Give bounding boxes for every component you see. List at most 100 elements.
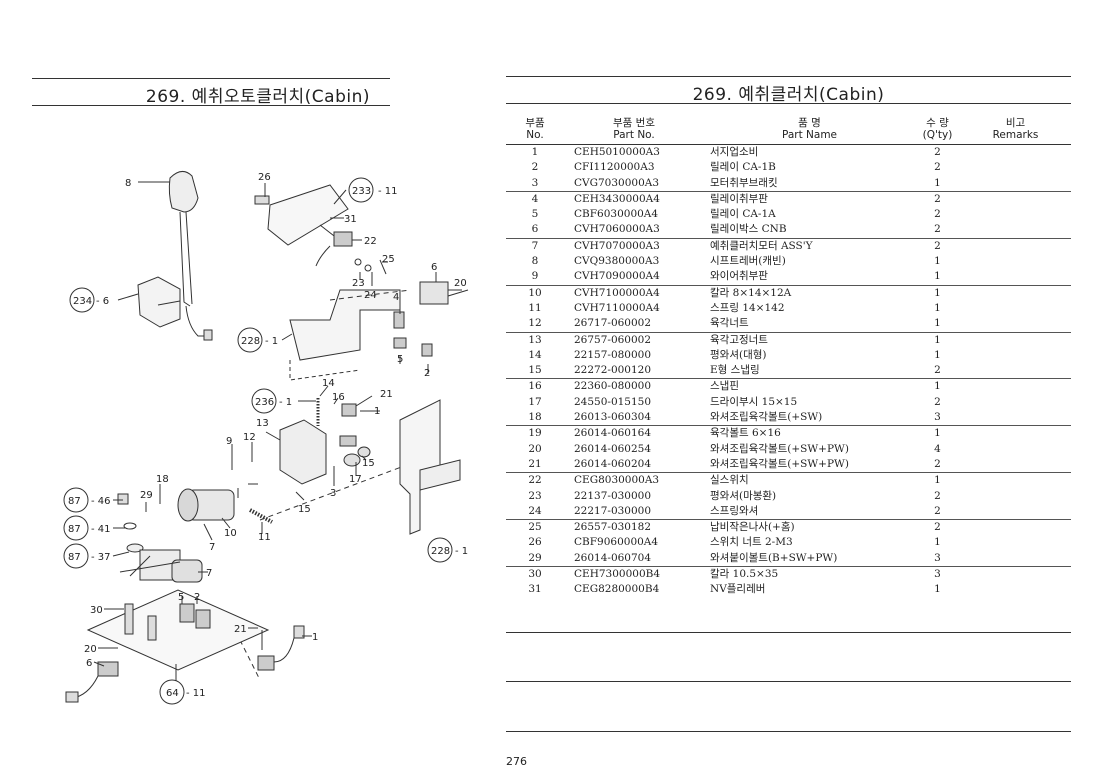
blank-row-line-1 (506, 632, 1071, 633)
svg-text:10: 10 (224, 528, 237, 539)
svg-text:18: 18 (156, 474, 169, 485)
left-page: 269. 예취오토클러치(Cabin) (0, 0, 500, 780)
svg-text:24: 24 (364, 290, 377, 301)
part-number-cell: 5 (531, 208, 539, 221)
remarks-cell (960, 284, 1071, 301)
part-code-cell: CVH7090000A4 (574, 270, 660, 283)
plate-233 (267, 184, 349, 246)
quantity-cell: 2 (934, 395, 941, 408)
quantity-cell: 2 (934, 223, 941, 236)
svg-text:4: 4 (393, 292, 399, 303)
remarks-cell (960, 176, 1071, 192)
quantity-cell: 1 (915, 378, 960, 395)
quantity-cell: 1 (934, 176, 941, 189)
part-number-cell: 24 (528, 504, 542, 517)
svg-text:- 11: - 11 (378, 186, 398, 197)
svg-text:5: 5 (178, 592, 184, 603)
quantity-cell: 3 (934, 411, 941, 424)
part-code-cell: 22272-000120 (574, 364, 652, 377)
part-name-cell: 스프링와셔 (710, 504, 759, 517)
remarks-cell (960, 348, 1071, 363)
shift-lever-shaft (179, 211, 193, 307)
svg-text:20: 20 (84, 644, 97, 655)
svg-text:7: 7 (209, 542, 215, 553)
remarks-cell (960, 582, 1071, 597)
part-code-cell: 26014-060704 (574, 551, 652, 564)
ref-circle-87-b: 87 (68, 524, 81, 535)
header-qty: 수 량(Q'ty) (915, 115, 960, 145)
part-name-cell: 평와셔(마봉환) (710, 489, 777, 502)
frame-228-upper (289, 289, 401, 361)
part-number-cell: 4 (506, 190, 564, 208)
svg-text:17: 17 (349, 474, 362, 485)
svg-text:9: 9 (226, 436, 232, 447)
part-code-cell: CEH5010000A3 (574, 146, 660, 158)
part-name-cell: 와셔붙이볼트(B+SW+PW) (710, 551, 838, 564)
frame-228-lower (399, 399, 441, 535)
quantity-cell: 3 (934, 551, 941, 564)
shift-lever-knob (168, 171, 199, 213)
ref-circle-228-lower: 228 (431, 546, 450, 557)
part-code-cell: CEH3430000A4 (564, 190, 704, 208)
part-code-cell: CEH7300000B4 (564, 566, 704, 583)
quantity-cell: 2 (934, 364, 941, 377)
part-name-cell: 와이어취부판 (710, 270, 768, 283)
part-name-cell: 예취클러치모터 ASS'Y (704, 237, 915, 255)
part-name-cell: 와셔조립육각볼트(+SW+PW) (710, 457, 849, 470)
part-number-cell: 21 (528, 457, 542, 470)
blank-row-line-3 (506, 731, 1071, 732)
part-number-cell: 9 (531, 270, 539, 283)
svg-text:- 46: - 46 (91, 496, 111, 507)
remarks-cell (960, 316, 1071, 332)
part-number-cell: 19 (506, 425, 564, 442)
part-number-cell: 17 (528, 395, 542, 408)
ref-circle-64: 64 (166, 688, 179, 699)
part-name-cell: 칼라 10.5×35 (704, 566, 915, 583)
part-name-cell: E형 스냅링 (710, 364, 760, 377)
svg-text:20: 20 (454, 278, 467, 289)
svg-text:13: 13 (256, 418, 269, 429)
remarks-cell (960, 535, 1071, 550)
svg-text:1: 1 (312, 632, 318, 643)
part-code-cell: CVH7100000A4 (564, 284, 704, 301)
svg-text:2: 2 (194, 592, 200, 603)
quantity-cell: 2 (934, 208, 941, 221)
part-number-cell: 2 (531, 161, 539, 174)
part-name-cell: 육각너트 (710, 317, 749, 330)
blank-row-line-2 (506, 681, 1071, 682)
part-number-cell: 26 (528, 536, 542, 549)
right-title: 269. 예취클러치(Cabin) (692, 85, 885, 105)
ref-circle-233: 233 (352, 186, 371, 197)
remarks-cell (960, 190, 1071, 208)
exploded-parts-diagram: 233 - 11 234 - 6 228 - 1 236 - 1 87 - 46… (63, 171, 468, 705)
quantity-cell: 1 (915, 472, 960, 489)
part-name-cell: 스냅핀 (704, 378, 915, 395)
svg-text:30: 30 (90, 605, 103, 616)
part-code-cell: CVH7110000A4 (574, 301, 660, 314)
quantity-cell: 2 (934, 457, 941, 470)
part-code-cell: 26717-060002 (574, 317, 652, 330)
bracket-234 (137, 276, 181, 328)
remarks-cell (960, 566, 1071, 583)
remarks-cell (960, 457, 1071, 473)
ref-circle-234: 234 (73, 296, 92, 307)
page-number: 276 (506, 755, 527, 768)
part-number-cell: 30 (506, 566, 564, 583)
svg-text:16: 16 (332, 392, 345, 403)
part-name-cell: 칼라 8×14×12A (704, 284, 915, 301)
part-code-cell: CFI1120000A3 (574, 161, 655, 174)
part-code-cell: 26557-030182 (564, 519, 704, 536)
